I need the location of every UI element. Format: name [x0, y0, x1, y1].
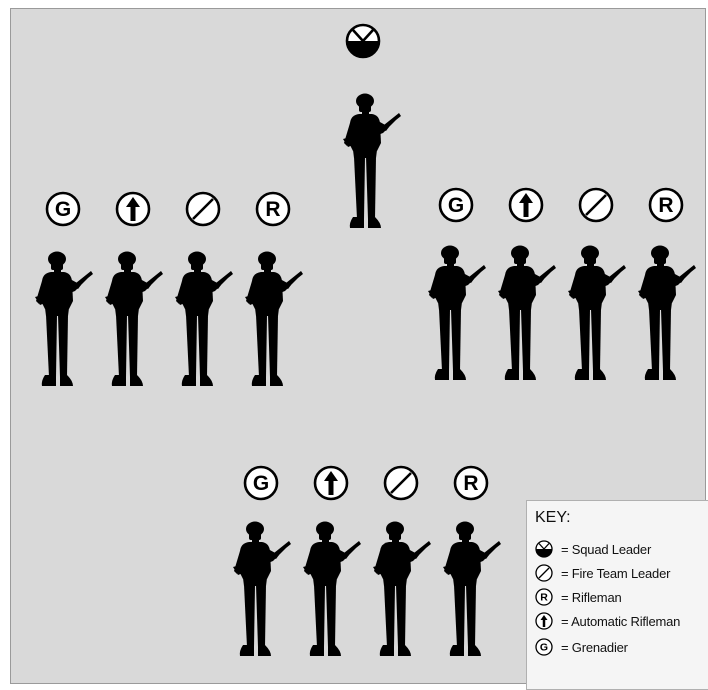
rifleman-symbol: R	[453, 465, 489, 501]
fire-team-leader-symbol	[383, 465, 419, 501]
grenadier-icon: G	[438, 187, 474, 223]
fire-team-leader-icon	[578, 187, 614, 223]
rifleman-symbol: R	[255, 191, 291, 227]
soldier-silhouette-icon	[494, 245, 558, 389]
fire-team-leader-icon	[383, 465, 419, 501]
key-row-rifleman: R = Rifleman	[535, 587, 622, 607]
key-symbol	[535, 564, 553, 582]
key-symbol	[535, 540, 553, 558]
key-row-fire-team-leader: = Fire Team Leader	[535, 563, 670, 583]
grenadier-symbol: G	[243, 465, 279, 501]
key-row-squad-leader: = Squad Leader	[535, 539, 651, 559]
fire-team-leader-symbol	[578, 187, 614, 223]
key-label: = Rifleman	[561, 590, 622, 605]
key-title: KEY:	[535, 509, 571, 527]
symbol-letter: G	[253, 472, 269, 495]
key-row-automatic-rifleman: = Automatic Rifleman	[535, 611, 680, 631]
soldier-silhouette-icon	[439, 521, 503, 665]
grenadier-symbol: G	[45, 191, 81, 227]
soldier-silhouette-icon	[564, 245, 628, 389]
key-label: = Fire Team Leader	[561, 566, 670, 581]
rifleman-icon: R	[255, 191, 291, 227]
rifleman-icon: R	[453, 465, 489, 501]
soldier-silhouette-icon	[339, 93, 403, 237]
symbol-letter: G	[448, 194, 464, 217]
key-symbol	[535, 612, 553, 630]
soldier-silhouette-icon	[424, 245, 488, 389]
key-label: = Squad Leader	[561, 542, 651, 557]
grenadier-symbol: G	[438, 187, 474, 223]
fire-team-leader-icon	[535, 564, 553, 582]
soldier-silhouette-icon	[634, 245, 698, 389]
squad-leader-icon	[345, 23, 381, 59]
symbol-letter: R	[265, 198, 280, 221]
fire-team-leader-symbol	[185, 191, 221, 227]
grenadier-icon: G	[45, 191, 81, 227]
automatic-rifleman-icon	[115, 191, 151, 227]
symbol-letter: R	[540, 592, 548, 604]
rifleman-icon: R	[535, 588, 553, 606]
rifleman-icon: R	[648, 187, 684, 223]
squad-leader-symbol	[345, 23, 381, 59]
symbol-letter: G	[55, 198, 71, 221]
key-symbol: R	[535, 588, 553, 606]
grenadier-icon: G	[243, 465, 279, 501]
key-row-grenadier: G = Grenadier	[535, 637, 628, 657]
automatic-rifleman-icon	[508, 187, 544, 223]
automatic-rifleman-icon	[535, 612, 553, 630]
rifleman-symbol: R	[648, 187, 684, 223]
fire-team-leader-icon	[185, 191, 221, 227]
soldier-silhouette-icon	[229, 521, 293, 665]
soldier-silhouette-icon	[299, 521, 363, 665]
automatic-rifleman-symbol	[508, 187, 544, 223]
automatic-rifleman-icon	[313, 465, 349, 501]
soldier-silhouette-icon	[31, 251, 95, 395]
grenadier-icon: G	[535, 638, 553, 656]
key-label: = Automatic Rifleman	[561, 614, 680, 629]
soldier-silhouette-icon	[101, 251, 165, 395]
automatic-rifleman-symbol	[115, 191, 151, 227]
soldier-silhouette-icon	[369, 521, 433, 665]
symbol-letter: R	[463, 472, 478, 495]
soldier-silhouette-icon	[171, 251, 235, 395]
squad-leader-icon	[535, 540, 553, 558]
key-symbol: G	[535, 638, 553, 656]
soldier-silhouette-icon	[241, 251, 305, 395]
key-label: = Grenadier	[561, 640, 628, 655]
automatic-rifleman-symbol	[313, 465, 349, 501]
symbol-letter: G	[540, 642, 548, 654]
symbol-letter: R	[658, 194, 673, 217]
